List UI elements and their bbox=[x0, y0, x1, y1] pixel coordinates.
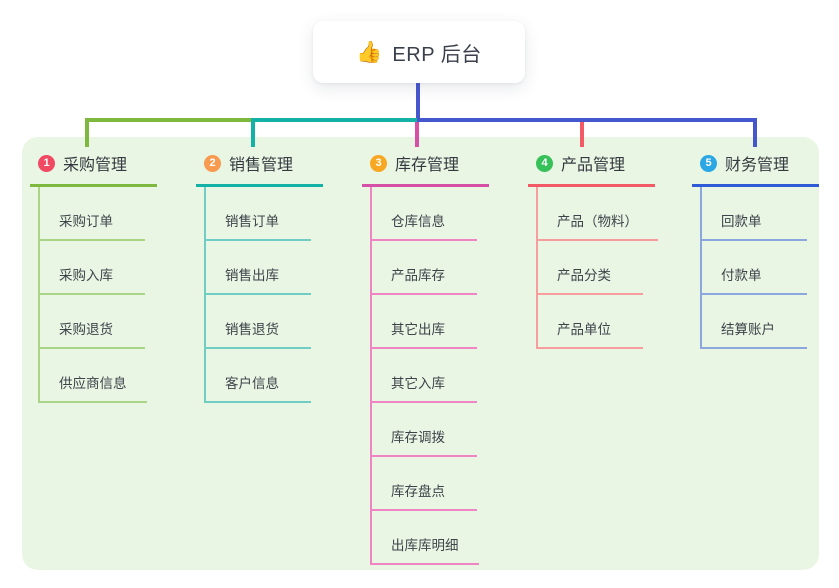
child-node[interactable]: 其它入库 bbox=[372, 349, 477, 403]
branch-header[interactable]: 3 库存管理 bbox=[362, 145, 490, 187]
child-node[interactable]: 出库库明细 bbox=[372, 511, 479, 565]
branch-children: 销售订单销售出库销售退货客户信息 bbox=[204, 187, 311, 403]
child-node[interactable]: 库存调拨 bbox=[372, 403, 477, 457]
child-node[interactable]: 库存盘点 bbox=[372, 457, 477, 511]
child-node[interactable]: 采购订单 bbox=[40, 187, 145, 241]
branch-header[interactable]: 1 采购管理 bbox=[30, 145, 158, 187]
branch-title: 采购管理 bbox=[63, 157, 128, 174]
connector-drop-branch-2 bbox=[251, 118, 255, 147]
branch-title: 产品管理 bbox=[561, 157, 626, 174]
child-node[interactable]: 销售订单 bbox=[206, 187, 311, 241]
child-node[interactable]: 产品分类 bbox=[538, 241, 643, 295]
branch-title: 财务管理 bbox=[725, 157, 790, 174]
child-node[interactable]: 其它出库 bbox=[372, 295, 477, 349]
connector-horizontal-right bbox=[417, 118, 757, 122]
child-node[interactable]: 产品单位 bbox=[538, 295, 643, 349]
connector-horizontal-mid bbox=[251, 118, 417, 122]
branch: 3 库存管理 仓库信息产品库存其它出库其它入库库存调拨库存盘点出库库明细 bbox=[362, 145, 490, 565]
root-title: ERP 后台 bbox=[392, 43, 482, 66]
branch-number-badge: 1 bbox=[38, 154, 55, 172]
connector-root-vertical bbox=[416, 83, 420, 118]
connector-drop-branch-4 bbox=[580, 122, 584, 147]
child-node[interactable]: 仓库信息 bbox=[372, 187, 477, 241]
branch-title: 销售管理 bbox=[229, 157, 294, 174]
branch-number-badge: 3 bbox=[370, 154, 387, 172]
branch-title: 库存管理 bbox=[395, 157, 460, 174]
branch-header[interactable]: 2 销售管理 bbox=[196, 145, 324, 187]
connector-horizontal-left bbox=[85, 118, 253, 122]
branch-children: 采购订单采购入库采购退货供应商信息 bbox=[38, 187, 147, 403]
child-node[interactable]: 回款单 bbox=[702, 187, 807, 241]
branch-header[interactable]: 5 财务管理 bbox=[692, 145, 820, 187]
thumbs-up-icon: 👍 bbox=[356, 40, 383, 64]
branch: 2 销售管理 销售订单销售出库销售退货客户信息 bbox=[196, 145, 324, 403]
branch-children: 仓库信息产品库存其它出库其它入库库存调拨库存盘点出库库明细 bbox=[370, 187, 479, 565]
branches-panel bbox=[22, 137, 819, 570]
connector-drop-branch-1 bbox=[85, 118, 89, 147]
child-node[interactable]: 采购入库 bbox=[40, 241, 145, 295]
connector-drop-branch-5 bbox=[753, 118, 757, 147]
branch-children: 产品（物料）产品分类产品单位 bbox=[536, 187, 658, 349]
branch-number-badge: 4 bbox=[536, 154, 553, 172]
branch-number-badge: 2 bbox=[204, 154, 221, 172]
branch-children: 回款单付款单结算账户 bbox=[700, 187, 807, 349]
branch: 4 产品管理 产品（物料）产品分类产品单位 bbox=[528, 145, 658, 349]
child-node[interactable]: 销售退货 bbox=[206, 295, 311, 349]
child-node[interactable]: 销售出库 bbox=[206, 241, 311, 295]
branch-number-badge: 5 bbox=[700, 154, 717, 172]
branch: 5 财务管理 回款单付款单结算账户 bbox=[692, 145, 820, 349]
child-node[interactable]: 付款单 bbox=[702, 241, 807, 295]
branch-header[interactable]: 4 产品管理 bbox=[528, 145, 656, 187]
root-node[interactable]: 👍 ERP 后台 bbox=[313, 21, 525, 83]
child-node[interactable]: 供应商信息 bbox=[40, 349, 147, 403]
branch: 1 采购管理 采购订单采购入库采购退货供应商信息 bbox=[30, 145, 158, 403]
child-node[interactable]: 结算账户 bbox=[702, 295, 807, 349]
child-node[interactable]: 客户信息 bbox=[206, 349, 311, 403]
child-node[interactable]: 采购退货 bbox=[40, 295, 145, 349]
child-node[interactable]: 产品（物料） bbox=[538, 187, 658, 241]
child-node[interactable]: 产品库存 bbox=[372, 241, 477, 295]
connector-drop-branch-3 bbox=[415, 122, 419, 147]
